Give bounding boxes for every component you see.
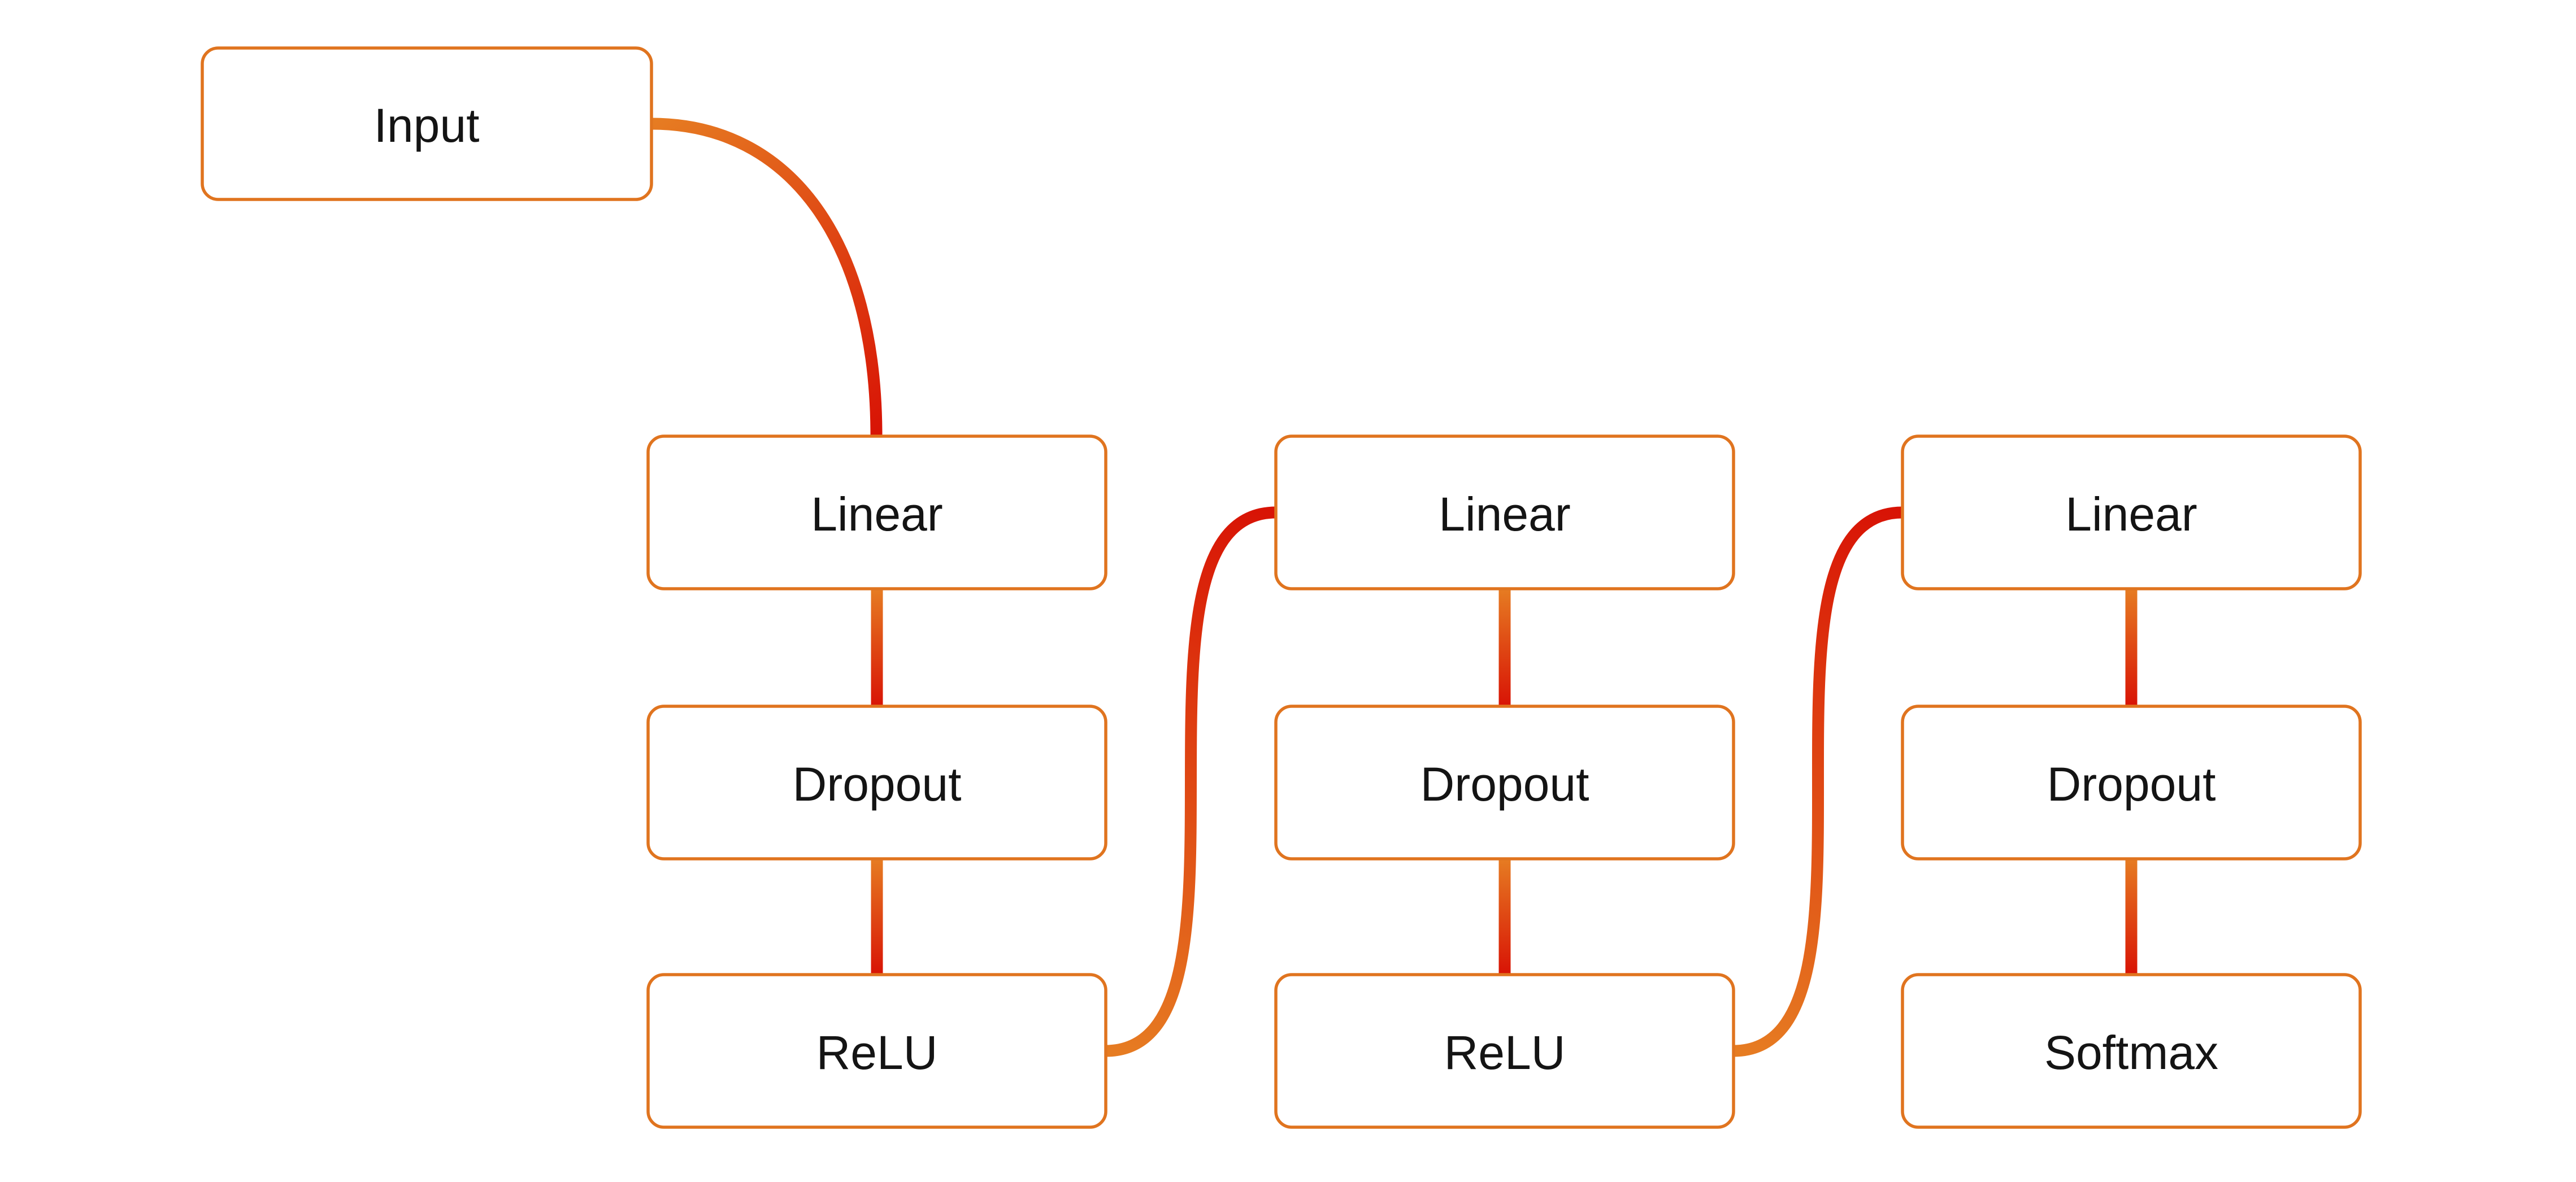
node-linear1: Linear [646,434,1107,590]
node-relu1-label: ReLU [816,1026,938,1079]
node-input: Input [201,46,653,201]
node-dropout2: Dropout [1274,705,1735,861]
node-relu2-box [1274,973,1735,1129]
edge-relu2-linear3 [1733,506,1903,1057]
node-softmax-label: Softmax [2044,1026,2218,1079]
node-linear3-box [1901,434,2362,590]
node-linear2-label: Linear [1439,488,1571,541]
node-dropout2-label: Dropout [1421,758,1589,811]
node-dropout3-box [1901,705,2362,861]
node-relu1: ReLU [646,973,1107,1129]
node-linear3-label: Linear [2065,488,2197,541]
node-linear3: Linear [1901,434,2362,590]
node-dropout3: Dropout [1901,705,2362,861]
node-layer: Input Linear Dropout ReLU Linear Dropout… [201,46,2362,1129]
node-input-label: Input [374,99,480,152]
node-softmax: Softmax [1901,973,2362,1129]
node-relu1-box [646,973,1107,1129]
node-linear1-box [646,434,1107,590]
edge-input-linear1 [651,118,883,437]
node-input-box [201,46,653,201]
node-relu2: ReLU [1274,973,1735,1129]
node-linear1-label: Linear [811,488,943,541]
node-relu2-label: ReLU [1444,1026,1566,1079]
edge-relu1-linear2 [1105,506,1276,1057]
node-dropout1-box [646,705,1107,861]
node-dropout2-box [1274,705,1735,861]
node-linear2-box [1274,434,1735,590]
node-dropout1: Dropout [646,705,1107,861]
node-dropout1-label: Dropout [793,758,962,811]
node-dropout3-label: Dropout [2047,758,2216,811]
node-linear2: Linear [1274,434,1735,590]
edge-layer [651,118,2138,1057]
node-softmax-box [1901,973,2362,1129]
